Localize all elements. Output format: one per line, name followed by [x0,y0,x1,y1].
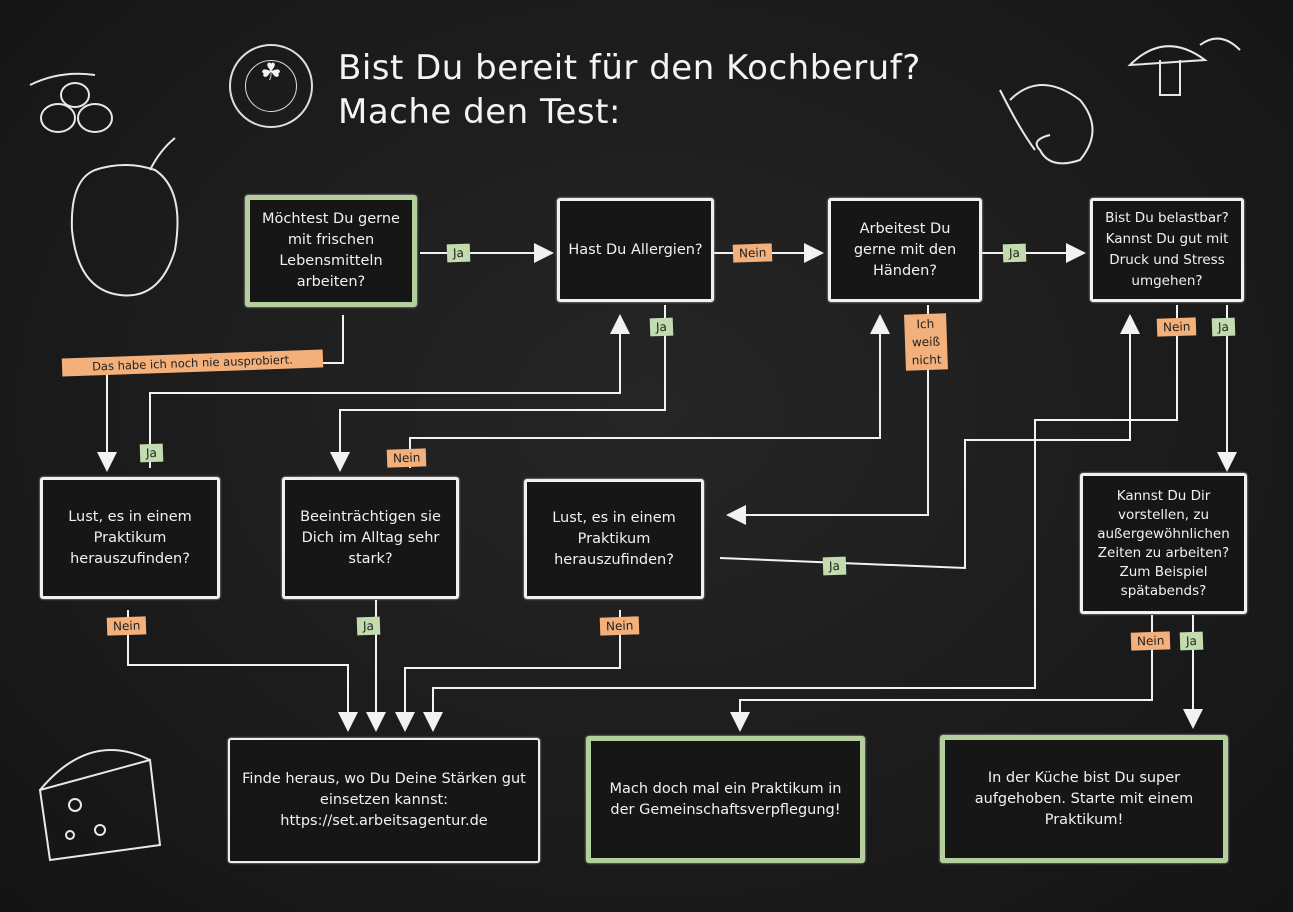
arrow-b7-b4 [719,314,1140,570]
arrow-b5-b2 [149,314,630,468]
title-line-1: Bist Du bereit für den Kochberuf? [338,48,921,88]
question-internship-1: Lust, es in einem Praktikum herauszufind… [40,477,220,599]
arrow-b2-b6 [330,305,666,472]
result-communal-catering: Mach doch mal ein Praktikum in der Gemei… [586,736,865,863]
cheese-icon [38,749,162,862]
label-nein: Nein [599,616,640,636]
arrow-b7-r1 [395,610,621,732]
question-hands: Arbeitest Du gerne mit den Händen? [828,198,982,302]
shrimp-icon [999,84,1094,165]
question-unusual-hours: Kannst Du Dir vorstellen, zu außergewöhn… [1080,473,1247,614]
mushrooms-icon [1127,37,1241,96]
label-nein: Nein [732,243,773,263]
question-allergies: Hast Du Allergien? [557,198,714,302]
label-ja: Ja [356,616,381,636]
title-line-2: Mache den Test: [338,92,621,132]
result-kitchen: In der Küche bist Du super aufgehoben. S… [940,735,1228,863]
label-unknown: Ich weiß nicht [904,313,948,371]
question-internship-2: Lust, es in einem Praktikum herauszufind… [524,479,704,599]
label-nein: Nein [386,448,427,468]
bell-pepper-icon [70,137,179,297]
association-logo: ☘ [229,44,313,128]
label-ja: Ja [822,556,847,576]
question-stress: Bist Du belastbar? Kannst Du gut mit Dru… [1090,198,1244,302]
arrow-b5-r1 [127,610,358,732]
label-ja: Ja [446,243,471,263]
label-ja: Ja [1179,631,1204,651]
arrow-b3-b7 [726,305,929,525]
label-nein: Nein [106,616,147,636]
label-nein: Nein [1156,317,1197,337]
question-fresh-food: Möchtest Du gerne mit frischen Lebensmit… [245,195,417,307]
arrow-b8-r2 [730,615,1153,732]
result-find-strengths: Finde heraus, wo Du Deine Stärken gut ei… [228,738,540,863]
page-title: Bist Du bereit für den Kochberuf? Mache … [338,46,921,134]
label-ja: Ja [1002,243,1027,263]
clover-icon: ☘ [260,58,282,86]
label-ja: Ja [139,443,164,463]
label-nein: Nein [1130,631,1171,651]
olives-icon [29,72,113,133]
label-ja: Ja [1211,317,1236,337]
label-ja: Ja [649,317,674,337]
question-allergy-impact: Beeinträchtigen sie Dich im Alltag sehr … [282,477,459,599]
arrow-b4-r1 [423,305,1178,732]
